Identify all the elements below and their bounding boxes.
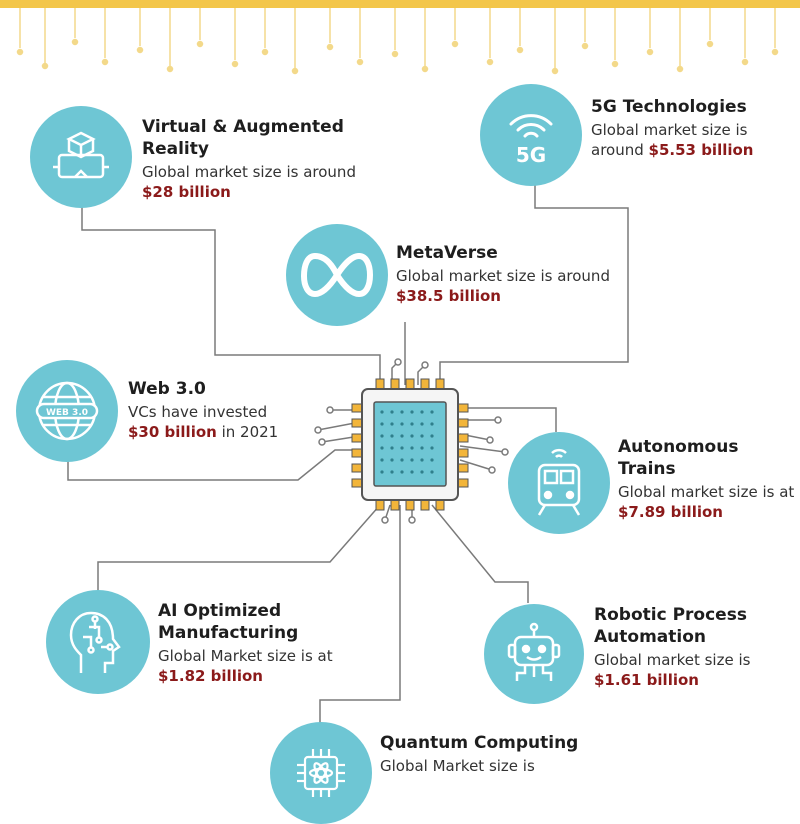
wire-trains (460, 407, 557, 432)
wire-vr (81, 192, 381, 385)
fiveg-value: $5.53 billion (648, 141, 754, 159)
svg-text:WEB 3.0: WEB 3.0 (46, 408, 88, 418)
ai-value: $1.82 billion (158, 667, 263, 685)
meta-title: MetaVerse (396, 243, 498, 263)
train-icon (537, 448, 581, 516)
ai-circle (46, 590, 150, 694)
fiveg-label: 5G Technologies Global market size is ar… (591, 96, 791, 160)
web3-title: Web 3.0 (128, 379, 206, 399)
fiveg-title: 5G Technologies (591, 97, 747, 117)
web3-label: Web 3.0 VCs have invested$30 billion in … (128, 378, 328, 442)
ai-title: AI Optimized Manufacturing (158, 601, 299, 643)
vr-label: Virtual & Augmented Reality Global marke… (142, 116, 372, 202)
wire-ai (97, 504, 381, 590)
vr-headset-icon (53, 131, 109, 179)
robot-icon (507, 622, 561, 681)
trains-value: $7.89 billion (618, 503, 723, 521)
fiveg-desc: Global market size is around $5.53 billi… (591, 121, 754, 159)
rpa-circle (484, 604, 584, 704)
quantum-title: Quantum Computing (380, 733, 579, 753)
rpa-title: Robotic Process Automation (594, 605, 747, 647)
vr-value: $28 billion (142, 183, 231, 201)
quantum-circle (270, 722, 372, 824)
wire-5g (439, 172, 629, 385)
trains-label: Autonomous Trains Global market size is … (618, 436, 798, 522)
quantum-chip-icon (297, 749, 345, 797)
vr-circle (30, 106, 132, 208)
ai-desc: Global Market size is at $1.82 billion (158, 647, 333, 685)
meta-label: MetaVerse Global market size is around $… (396, 242, 616, 306)
rpa-label: Robotic Process Automation Global market… (594, 604, 794, 690)
vr-desc: Global market size is around $28 billion (142, 163, 356, 201)
web3-desc: VCs have invested$30 billion in 2021 (128, 403, 279, 441)
web3-circle: WEB 3.0 (16, 360, 118, 462)
ai-label: AI Optimized Manufacturing Global Market… (158, 600, 358, 686)
trains-circle (508, 432, 610, 534)
ai-head-icon (69, 611, 121, 673)
wire-quantum (319, 505, 401, 725)
circuit-diagram (67, 172, 629, 725)
trains-title: Autonomous Trains (618, 437, 739, 479)
meta-desc: Global market size is around $38.5 billi… (396, 267, 610, 305)
rpa-value: $1.61 billion (594, 671, 699, 689)
trains-desc: Global market size is at $7.89 billion (618, 483, 795, 521)
meta-infinity-icon (300, 252, 374, 298)
vr-title: Virtual & Augmented Reality (142, 117, 344, 159)
meta-circle (286, 224, 388, 326)
wire-web3 (67, 445, 360, 481)
5g-signal-icon: 5G (509, 114, 553, 167)
wire-rpa (431, 504, 529, 603)
globe-web3-icon: WEB 3.0 (35, 381, 99, 441)
quantum-label: Quantum Computing Global Market size is (380, 732, 600, 776)
quantum-desc: Global Market size is (380, 757, 535, 775)
rpa-desc: Global market size is $1.61 billion (594, 651, 751, 689)
top-band (0, 0, 800, 8)
svg-text:5G: 5G (516, 143, 546, 167)
circuit-decoration (16, 8, 779, 75)
meta-value: $38.5 billion (396, 287, 501, 305)
web3-value: $30 billion (128, 423, 217, 441)
fiveg-circle: 5G (480, 84, 582, 186)
